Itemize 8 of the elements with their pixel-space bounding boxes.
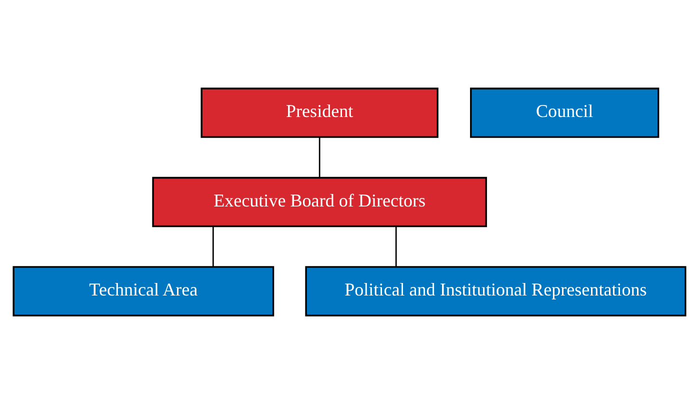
connector [318,136,320,178]
node-box: Executive Board of Directors [152,176,487,227]
node-box: President [200,87,438,138]
connector [212,226,214,266]
node-box: Technical Area [12,266,274,316]
node-box: Council [470,87,660,138]
node-box: Political and Institutional Representations [305,266,686,316]
connector [395,226,397,266]
